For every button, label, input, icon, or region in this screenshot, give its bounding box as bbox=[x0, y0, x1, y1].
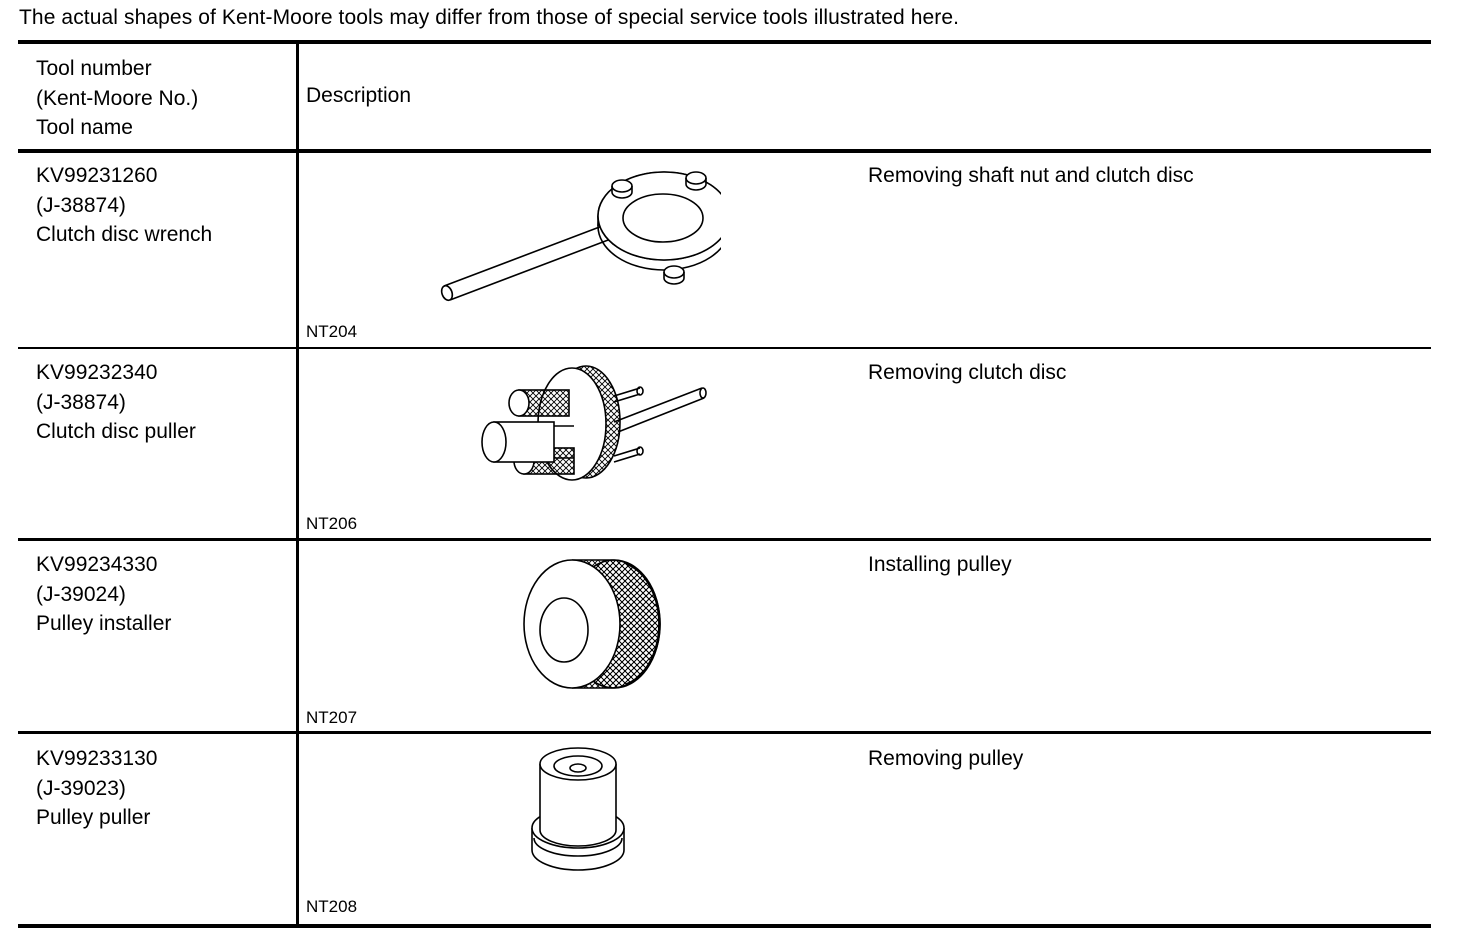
tool-description: Removing shaft nut and clutch disc bbox=[868, 164, 1194, 187]
tool-name: Pulley puller bbox=[36, 806, 151, 829]
header-bottom-rule bbox=[18, 149, 1431, 153]
kent-moore-number: (J-38874) bbox=[36, 193, 126, 217]
row-divider bbox=[18, 538, 1431, 541]
kent-moore-number: (J-38874) bbox=[36, 390, 126, 414]
header-description-label: Description bbox=[306, 84, 412, 107]
kent-moore-number: (J-39023) bbox=[36, 776, 126, 800]
table-row-tool-cell: KV99231260 (J-38874) Clutch disc wrench bbox=[36, 161, 212, 250]
header-tool-name-label: Tool name bbox=[36, 116, 133, 139]
table-row-tool-cell: KV99232340 (J-38874) Clutch disc puller bbox=[36, 358, 196, 447]
tool-description: Installing pulley bbox=[868, 553, 1012, 576]
row-divider bbox=[18, 731, 1431, 734]
header-tool-column: Tool number (Kent-Moore No.) Tool name bbox=[36, 54, 198, 143]
figure-code: NT204 bbox=[306, 322, 358, 341]
figure-code: NT207 bbox=[306, 708, 358, 727]
tool-name: Clutch disc wrench bbox=[36, 223, 213, 246]
tool-number: KV99231260 bbox=[36, 164, 158, 187]
header-kent-moore-label: (Kent-Moore No.) bbox=[36, 86, 199, 110]
figure-code: NT208 bbox=[306, 897, 358, 916]
tool-name: Pulley installer bbox=[36, 612, 172, 635]
column-divider bbox=[296, 44, 299, 924]
table-note: The actual shapes of Kent-Moore tools ma… bbox=[19, 6, 960, 29]
tool-description: Removing clutch disc bbox=[868, 361, 1067, 384]
special-service-tools-table: Tool number (Kent-Moore No.) Tool name D… bbox=[18, 40, 1431, 928]
header-tool-number-label: Tool number bbox=[36, 57, 152, 80]
figure-code: NT206 bbox=[306, 514, 358, 533]
tool-number: KV99233130 bbox=[36, 747, 158, 770]
pulley-installer-illustration bbox=[523, 559, 661, 689]
tool-description: Removing pulley bbox=[868, 747, 1024, 770]
tool-name: Clutch disc puller bbox=[36, 420, 196, 443]
row-divider bbox=[18, 347, 1431, 349]
table-row-tool-cell: KV99233130 (J-39023) Pulley puller bbox=[36, 744, 157, 833]
table-bottom-rule bbox=[18, 924, 1431, 928]
pulley-puller-illustration bbox=[531, 747, 625, 871]
clutch-disc-puller-illustration bbox=[481, 365, 707, 481]
table-top-rule bbox=[18, 40, 1431, 44]
kent-moore-number: (J-39024) bbox=[36, 582, 126, 606]
table-row-tool-cell: KV99234330 (J-39024) Pulley installer bbox=[36, 550, 171, 639]
tool-number: KV99234330 bbox=[36, 553, 158, 576]
tool-number: KV99232340 bbox=[36, 361, 158, 384]
clutch-disc-wrench-illustration bbox=[440, 171, 721, 302]
